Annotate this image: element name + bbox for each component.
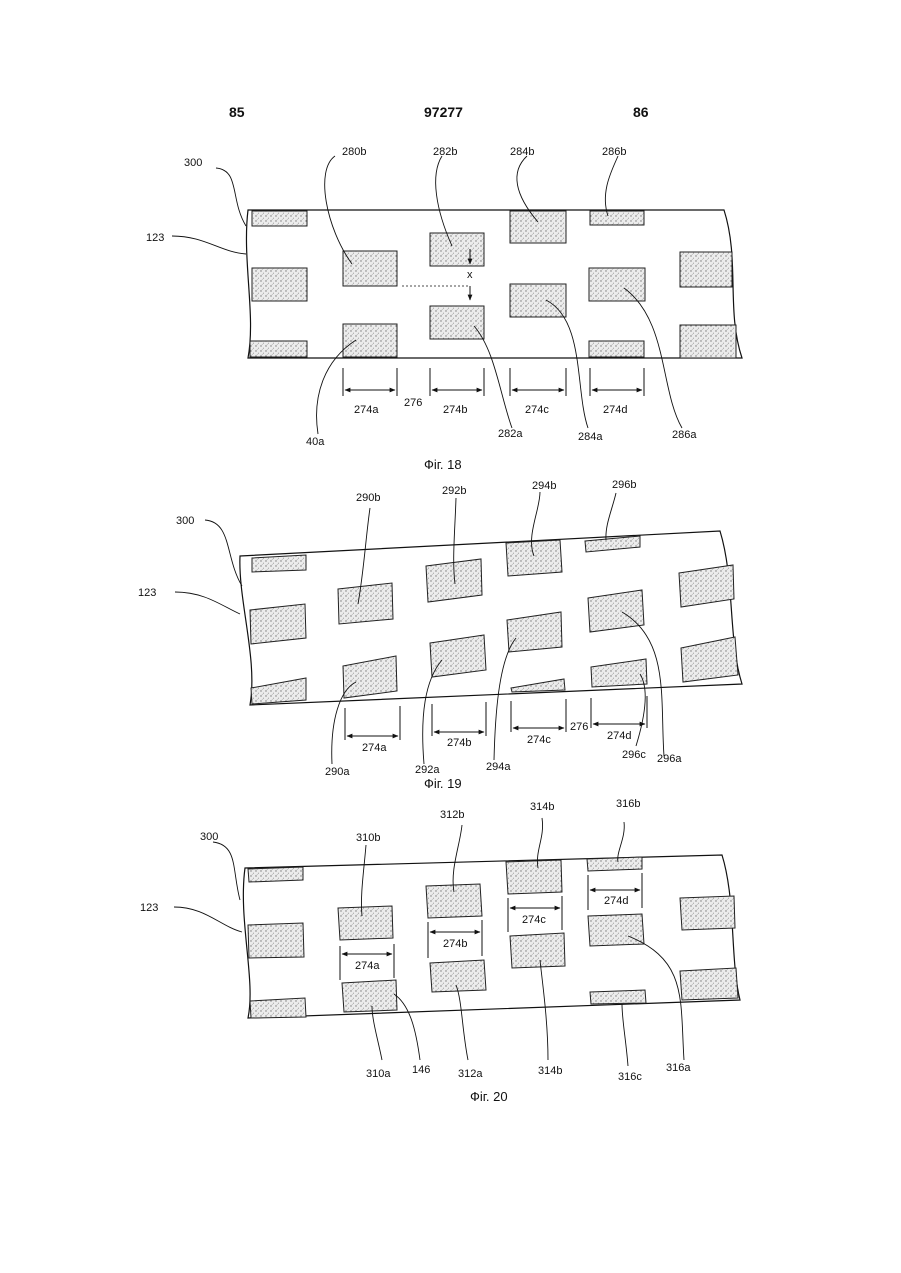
label-276: 276	[570, 721, 588, 733]
caption-fig20: Фіг. 20	[470, 1089, 508, 1104]
label-282b: 282b	[433, 146, 457, 158]
label-316a: 316a	[666, 1062, 691, 1074]
label-316b: 316b	[616, 798, 640, 810]
label-294a: 294a	[486, 761, 511, 773]
dimension-lines	[343, 368, 644, 396]
label-274c: 274c	[527, 734, 551, 746]
label-274c: 274c	[525, 404, 549, 416]
label-280b: 280b	[342, 146, 366, 158]
label-316c: 316c	[618, 1071, 642, 1083]
label-274a: 274a	[354, 404, 379, 416]
web-strip-outline	[240, 531, 742, 705]
label-292a: 292a	[415, 764, 440, 776]
label-123: 123	[140, 902, 158, 914]
label-296a: 296a	[657, 753, 682, 765]
label-314b: 314b	[530, 801, 554, 813]
web-strip-outline	[243, 855, 740, 1018]
label-292b: 292b	[442, 485, 466, 497]
label-284a: 284a	[578, 431, 603, 443]
label-314b-lower: 314b	[538, 1065, 562, 1077]
label-310a: 310a	[366, 1068, 391, 1080]
label-274a: 274a	[362, 742, 387, 754]
label-274d: 274d	[607, 730, 631, 742]
label-274b: 274b	[443, 938, 467, 950]
label-274d: 274d	[603, 404, 627, 416]
label-310b: 310b	[356, 832, 380, 844]
label-296c: 296c	[622, 749, 646, 761]
figure-19	[175, 492, 742, 764]
label-123: 123	[138, 587, 156, 599]
label-300: 300	[200, 831, 218, 843]
label-40a: 40a	[306, 436, 325, 448]
caption-fig18: Фіг. 18	[424, 457, 462, 472]
label-274d: 274d	[604, 895, 628, 907]
label-312b: 312b	[440, 809, 464, 821]
figure-18	[172, 156, 742, 434]
label-300: 300	[176, 515, 194, 527]
label-290b: 290b	[356, 492, 380, 504]
label-282a: 282a	[498, 428, 523, 440]
label-296b: 296b	[612, 479, 636, 491]
label-274b: 274b	[447, 737, 471, 749]
label-x: x	[467, 269, 473, 281]
label-294b: 294b	[532, 480, 556, 492]
label-274c: 274c	[522, 914, 546, 926]
label-274b: 274b	[443, 404, 467, 416]
label-146: 146	[412, 1064, 430, 1076]
label-312a: 312a	[458, 1068, 483, 1080]
web-strip-outline	[246, 210, 742, 358]
caption-fig19: Фіг. 19	[424, 776, 462, 791]
label-300: 300	[184, 157, 202, 169]
label-276: 276	[404, 397, 422, 409]
label-290a: 290a	[325, 766, 350, 778]
label-286a: 286a	[672, 429, 697, 441]
label-123: 123	[146, 232, 164, 244]
label-284b: 284b	[510, 146, 534, 158]
label-274a: 274a	[355, 960, 380, 972]
label-286b: 286b	[602, 146, 626, 158]
